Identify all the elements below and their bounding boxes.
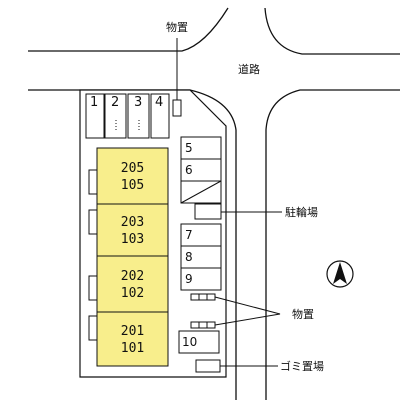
- unit-upper: 201: [120, 324, 145, 339]
- storage-right-group: [190, 293, 216, 329]
- storage-unit: [198, 293, 208, 301]
- road-edge-top-left: [28, 7, 229, 52]
- parking-number: 7: [185, 228, 193, 242]
- bicycle-parking-label: 駐輪場: [285, 206, 318, 219]
- road-lines: [28, 7, 400, 400]
- storage-unit: [190, 321, 200, 329]
- parking-number: 9: [185, 272, 193, 286]
- bike-slot-number: 3: [134, 95, 143, 110]
- road-edge-right: [265, 89, 400, 400]
- storage-unit: [206, 293, 216, 301]
- unit-upper: 203: [120, 215, 145, 230]
- unit-upper: 202: [120, 269, 145, 284]
- bike-slot-3: [127, 93, 150, 139]
- storage-right-label: 物置: [292, 308, 314, 321]
- bike-slot-4: [150, 93, 170, 139]
- storage-top-label: 物置: [166, 21, 188, 34]
- bike-slot-1: [85, 93, 105, 139]
- building-annex: [88, 275, 98, 301]
- parking-number: 5: [185, 141, 193, 155]
- parking-space-diagonal: [180, 180, 222, 204]
- storage-unit: [206, 321, 216, 329]
- bike-slot-number: 2: [111, 95, 120, 110]
- unit-lower: 103: [120, 232, 145, 247]
- building-201-101: [96, 311, 169, 367]
- unit-lower: 101: [120, 341, 145, 356]
- building-unit-label: 201 101: [97, 323, 168, 357]
- unit-lower: 105: [120, 178, 145, 193]
- parking-group: [178, 136, 222, 354]
- unit-lower: 102: [120, 286, 145, 301]
- bike-slot-2: [104, 93, 127, 139]
- garbage-label: ゴミ置場: [280, 360, 324, 373]
- building-203-103: [96, 203, 169, 257]
- parking-number: 6: [185, 163, 193, 177]
- parking-number: 10: [182, 335, 198, 349]
- bike-slot-number: 4: [155, 95, 164, 110]
- road-label: 道路: [238, 63, 260, 76]
- building-group: [88, 147, 169, 367]
- bicycle-parking: [194, 203, 222, 220]
- storage-top: [172, 99, 182, 117]
- building-unit-label: 202 102: [97, 268, 168, 302]
- building-unit-label: 205 105: [97, 160, 168, 194]
- building-annex: [88, 169, 98, 195]
- bike-slot-group: [85, 93, 170, 139]
- parking-number: 8: [185, 250, 193, 264]
- storage-unit: [198, 321, 208, 329]
- building-annex: [88, 315, 98, 341]
- parking-space-10: [178, 330, 220, 354]
- bike-slot-number: 1: [90, 95, 99, 110]
- parking-space-9: [180, 267, 222, 291]
- unit-upper: 205: [120, 161, 145, 176]
- road-edge-left: [28, 89, 237, 400]
- garbage-area: [195, 359, 221, 373]
- storage-unit: [190, 293, 200, 301]
- building-annex: [88, 209, 98, 235]
- storage-right-leader: [214, 296, 281, 326]
- north-arrow-icon: [326, 260, 354, 288]
- road-edge-top-right: [264, 7, 400, 55]
- building-unit-label: 203 103: [97, 214, 168, 248]
- building-205-105: [96, 147, 169, 205]
